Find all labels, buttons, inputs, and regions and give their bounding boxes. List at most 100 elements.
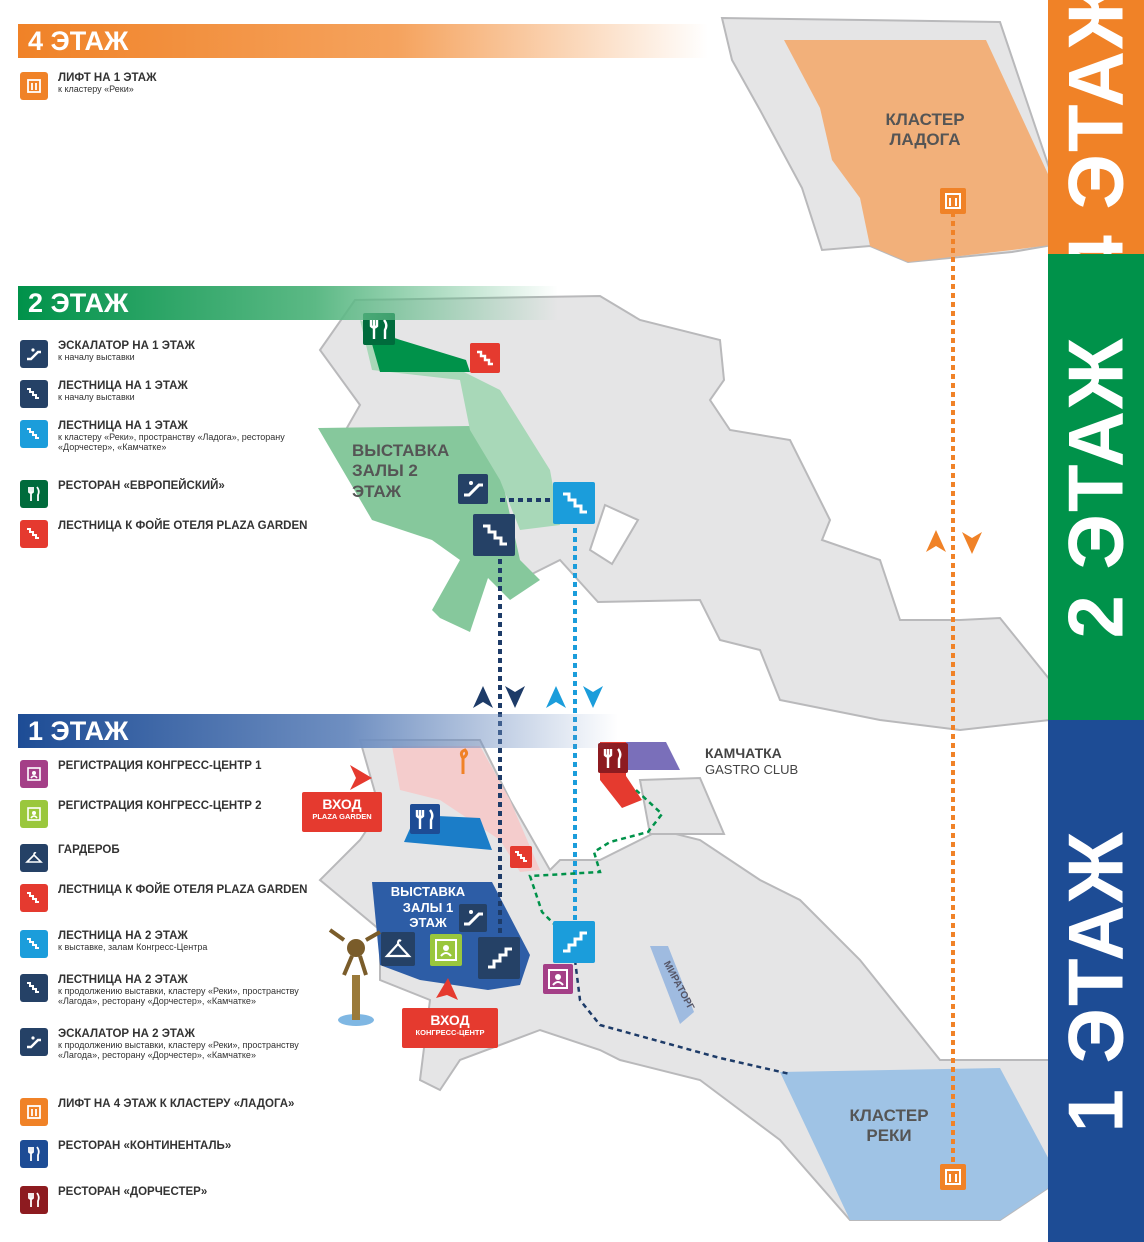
legend-item: РЕГИСТРАЦИЯ КОНГРЕСС-ЦЕНТР 2 <box>20 800 320 828</box>
legend-item-title: РЕГИСТРАЦИЯ КОНГРЕСС-ЦЕНТР 1 <box>58 760 262 772</box>
legend-item-title: РЕСТОРАН «ДОРЧЕСТЕР» <box>58 1186 208 1198</box>
rivers-cluster-label: КЛАСТЕР РЕКИ <box>849 1106 929 1146</box>
legend-item-subtitle: к продолжению выставки, кластеру «Реки»,… <box>58 985 299 1006</box>
legend-item-title: ЛЕСТНИЦА НА 2 ЭТАЖ <box>58 974 188 986</box>
escalator-icon[interactable] <box>459 904 487 932</box>
floor-2-header: 2 ЭТАЖ <box>18 286 558 320</box>
hanger-icon <box>20 844 48 872</box>
floor-1-band: 1 ЭТАЖ <box>1048 720 1144 1242</box>
entrance-plaza-subtitle: PLAZA GARDEN <box>312 812 372 821</box>
legend-item-subtitle: к началу выставки <box>58 351 135 362</box>
registration-icon <box>20 760 48 788</box>
stairs-icon[interactable] <box>478 937 520 979</box>
escalator-icon <box>20 1028 48 1056</box>
registration-icon <box>20 800 48 828</box>
escalator-icon <box>20 340 48 368</box>
elevator-icon[interactable] <box>940 188 966 214</box>
navy-route-to-rivers <box>573 959 791 1076</box>
kamchatka-subtitle: GASTRO CLUB <box>705 762 799 777</box>
hanger-icon[interactable] <box>381 932 415 966</box>
legend-item: ЛЕСТНИЦА К ФОЙЕ ОТЕЛЯ PLAZA GARDEN <box>20 884 320 912</box>
registration-icon[interactable] <box>430 934 462 966</box>
legend-item-title: ЛИФТ НА 4 ЭТАЖ К КЛАСТЕРУ «ЛАДОГА» <box>58 1098 295 1110</box>
fountain-icon <box>459 748 469 774</box>
restaurant-icon[interactable] <box>410 804 440 834</box>
legend-item-subtitle: к началу выставки <box>58 391 135 402</box>
restaurant-icon[interactable] <box>598 743 628 773</box>
stairs-icon[interactable] <box>553 482 595 524</box>
stairs-icon <box>20 380 48 408</box>
legend-item-title: ЭСКАЛАТОР НА 1 ЭТАЖ <box>58 340 195 352</box>
restaurant-icon <box>20 1140 48 1168</box>
legend-item-title: ЭСКАЛАТОР НА 2 ЭТАЖ <box>58 1028 195 1040</box>
entrance-congress-center[interactable]: ВХОД КОНГРЕСС-ЦЕНТР <box>402 1008 498 1048</box>
legend-item: ЛИФТ НА 4 ЭТАЖ К КЛАСТЕРУ «ЛАДОГА» <box>20 1098 320 1126</box>
restaurant-icon[interactable] <box>363 313 395 345</box>
floor-4-band: 4 ЭТАЖ <box>1048 0 1144 278</box>
floor-2-inner-block <box>588 503 640 566</box>
plaza-garden-pink-area <box>392 746 540 872</box>
stairs-icon <box>20 974 48 1002</box>
expo-hall-1-label: ВЫСТАВКА ЗАЛЫ 1 ЭТАЖ <box>390 884 466 931</box>
floor-2-band: 2 ЭТАЖ <box>1048 254 1144 720</box>
rivers-cluster-area <box>780 1068 1060 1220</box>
legend-item: РЕСТОРАН «ЕВРОПЕЙСКИЙ» <box>20 480 320 508</box>
elevator-icon <box>20 1098 48 1126</box>
registration-icon[interactable] <box>543 964 573 994</box>
stairs-icon <box>20 420 48 448</box>
entry-arrow-congress-icon <box>436 978 458 1000</box>
floor-2-band-label: 2 ЭТАЖ <box>1051 335 1140 639</box>
legend-item-subtitle: к кластеру «Реки» <box>58 83 134 94</box>
legend-item-subtitle: к кластеру «Реки», пространству «Ладога»… <box>58 431 285 452</box>
expo-hall-2-label: ВЫСТАВКА ЗАЛЫ 2 ЭТАЖ <box>352 441 450 501</box>
routes <box>498 212 955 1168</box>
restaurant-icon <box>20 1186 48 1214</box>
arrow-down-orange-icon <box>962 532 982 554</box>
kamchatka-block <box>638 776 726 835</box>
legend-item-subtitle: к продолжению выставки, кластеру «Реки»,… <box>58 1039 299 1060</box>
stairs-icon[interactable] <box>470 343 500 373</box>
legend-item: РЕСТОРАН «ДОРЧЕСТЕР» <box>20 1186 320 1214</box>
statue-illustration <box>328 928 381 1026</box>
elevator-icon[interactable] <box>940 1164 966 1190</box>
kamchatka-area <box>620 742 680 770</box>
legend-item: ГАРДЕРОБ <box>20 844 320 872</box>
legend-item: РЕГИСТРАЦИЯ КОНГРЕСС-ЦЕНТР 1 <box>20 760 320 788</box>
floor-2-title: 2 ЭТАЖ <box>28 287 129 318</box>
legend-item: РЕСТОРАН «КОНТИНЕНТАЛЬ» <box>20 1140 320 1168</box>
stairs-icon <box>20 930 48 958</box>
arrow-up-navy-icon <box>473 686 493 708</box>
legend-item: ЛЕСТНИЦА К ФОЙЕ ОТЕЛЯ PLAZA GARDEN <box>20 520 320 548</box>
stairs-icon <box>20 884 48 912</box>
legend-item-title: ЛЕСТНИЦА НА 1 ЭТАЖ <box>58 420 188 432</box>
floor-4-header: 4 ЭТАЖ <box>18 24 708 58</box>
stairs-icon[interactable] <box>553 921 595 963</box>
floor-4-title: 4 ЭТАЖ <box>28 25 129 56</box>
map-icons <box>363 188 966 1190</box>
legend-item-title: РЕСТОРАН «ЕВРОПЕЙСКИЙ» <box>58 480 225 492</box>
legend-item-title: ЛЕСТНИЦА НА 2 ЭТАЖ <box>58 930 188 942</box>
arrow-up-blue-icon <box>546 686 566 708</box>
direction-arrows <box>350 530 982 1000</box>
legend-item-title: ЛЕСТНИЦА НА 1 ЭТАЖ <box>58 380 188 392</box>
legend-item-title: ЛЕСТНИЦА К ФОЙЕ ОТЕЛЯ PLAZA GARDEN <box>58 884 308 896</box>
stairs-icon[interactable] <box>473 514 515 556</box>
entrance-congress-subtitle: КОНГРЕСС-ЦЕНТР <box>415 1028 485 1037</box>
ladoga-cluster-label: КЛАСТЕР ЛАДОГА <box>885 110 965 150</box>
stairs-icon[interactable] <box>510 846 532 868</box>
green-corridor <box>360 320 560 530</box>
elevator-icon <box>20 72 48 100</box>
miratorg-strip <box>650 946 694 1024</box>
legend-item-title: ЛИФТ НА 1 ЭТАЖ <box>58 72 157 84</box>
entrance-plaza-garden[interactable]: ВХОД PLAZA GARDEN <box>302 792 382 832</box>
escalator-icon[interactable] <box>458 474 488 504</box>
ladoga-cluster-area <box>784 40 1060 262</box>
